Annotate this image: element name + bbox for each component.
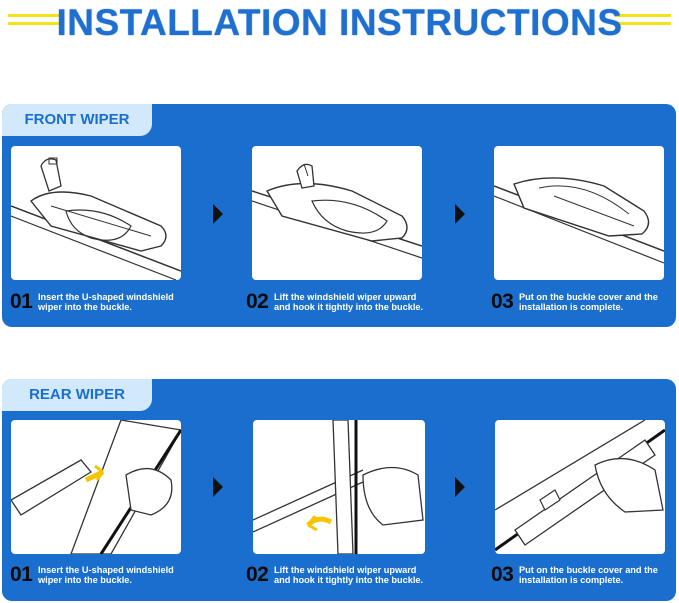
rear-step-3-illustration — [495, 420, 665, 554]
front-step-3-number: 03 — [491, 290, 514, 313]
front-step-2-number: 02 — [246, 290, 269, 313]
page-title: INSTALLATION INSTRUCTIONS — [56, 2, 623, 43]
front-step-1-number: 01 — [10, 290, 33, 313]
decorative-stripe — [8, 22, 64, 25]
decorative-stripe — [615, 14, 671, 17]
decorative-stripe — [8, 14, 64, 17]
next-step-arrow-icon — [455, 477, 465, 497]
next-step-arrow-icon — [455, 204, 465, 224]
front-step-2-text: Lift the windshield wiper upward and hoo… — [274, 292, 424, 312]
decorative-stripe — [615, 22, 671, 25]
front-step-1-illustration — [11, 146, 181, 280]
front-wiper-tab: FRONT WIPER — [2, 104, 152, 136]
rear-wiper-panel: REAR WIPER 01 Insert the U-shaped windsh… — [2, 379, 676, 601]
front-step-2-illustration — [252, 146, 422, 280]
front-wiper-panel: FRONT WIPER 01 Insert the U-shaped winds… — [2, 104, 676, 327]
rear-wiper-tab: REAR WIPER — [2, 379, 152, 411]
rear-step-3-text: Put on the buckle cover and the installa… — [519, 565, 658, 585]
next-step-arrow-icon — [213, 204, 223, 224]
rear-step-2-illustration — [253, 420, 425, 554]
rear-step-2-text: Lift the windshield wiper upward and hoo… — [274, 565, 424, 585]
front-step-3-illustration — [494, 146, 664, 280]
title-bar: INSTALLATION INSTRUCTIONS — [0, 0, 679, 48]
rear-step-1-number: 01 — [10, 563, 33, 586]
rear-step-1-text: Insert the U-shaped windshield wiper int… — [38, 565, 174, 585]
next-step-arrow-icon — [213, 477, 223, 497]
rear-step-3-number: 03 — [491, 563, 514, 586]
rear-step-2-number: 02 — [246, 563, 269, 586]
front-step-1-text: Insert the U-shaped windshield wiper int… — [38, 292, 174, 312]
rear-step-1-illustration — [11, 420, 181, 554]
front-step-3-text: Put on the buckle cover and the installa… — [519, 292, 658, 312]
